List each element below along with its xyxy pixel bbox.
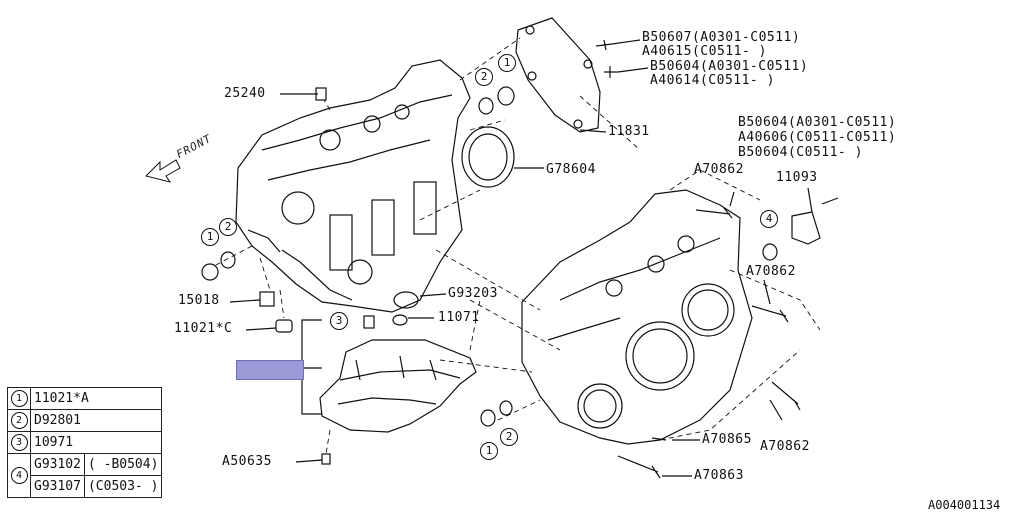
part-label-a70862-top[interactable]: A70862 bbox=[694, 162, 744, 177]
callout-1-left: 1 bbox=[201, 228, 219, 246]
part-label-a70862-low[interactable]: A70862 bbox=[760, 439, 810, 454]
lower-plate-outline bbox=[319, 339, 477, 433]
part-label-b50604-late[interactable]: B50604(C0511- ) bbox=[738, 145, 863, 160]
highlighted-part-box[interactable] bbox=[236, 360, 304, 380]
callout-2-top: 2 bbox=[475, 68, 493, 86]
callout-1-top: 1 bbox=[498, 54, 516, 72]
part-label-b50604-right[interactable]: B50604(A0301-C0511) bbox=[738, 115, 897, 130]
part-label-a70865[interactable]: A70865 bbox=[702, 432, 752, 447]
cover-plate-outline bbox=[515, 17, 601, 133]
part-label-11071[interactable]: 11071 bbox=[438, 310, 480, 325]
part-label-a40615[interactable]: A40615(C0511- ) bbox=[642, 44, 767, 59]
legend-row: 1 11021*A bbox=[7, 387, 163, 410]
part-label-15018[interactable]: 15018 bbox=[178, 293, 220, 308]
callout-3: 3 bbox=[330, 312, 348, 330]
11093-gasket bbox=[791, 211, 821, 245]
part-label-11021c[interactable]: 11021*C bbox=[174, 321, 233, 336]
front-arrow bbox=[145, 159, 181, 183]
part-label-a50635[interactable]: A50635 bbox=[222, 454, 272, 469]
part-label-25240[interactable]: 25240 bbox=[224, 86, 266, 101]
legend-part[interactable]: G93102 bbox=[30, 453, 85, 476]
legend-row: 2 D92801 bbox=[7, 409, 163, 432]
legend-row: 3 10971 bbox=[7, 431, 163, 454]
parts-legend-table: 1 11021*A 2 D92801 3 10971 4 G93102 ( -B… bbox=[7, 387, 163, 498]
part-label-11093[interactable]: 11093 bbox=[776, 170, 818, 185]
g78604-seal bbox=[461, 126, 515, 188]
legend-row: 4 G93102 ( -B0504) bbox=[7, 453, 163, 498]
part-label-a40614[interactable]: A40614(C0511- ) bbox=[650, 73, 775, 88]
part-label-a70862-mid[interactable]: A70862 bbox=[746, 264, 796, 279]
legend-note: (C0503- ) bbox=[83, 475, 163, 498]
callout-1-bottom: 1 bbox=[480, 442, 498, 460]
part-label-b50604-top[interactable]: B50604(A0301-C0511) bbox=[650, 59, 809, 74]
diagram-code: A004001134 bbox=[928, 498, 1001, 512]
legend-number: 4 bbox=[10, 467, 28, 484]
callout-2-bottom: 2 bbox=[500, 428, 518, 446]
part-label-11831[interactable]: 11831 bbox=[608, 124, 650, 139]
legend-number: 2 bbox=[10, 412, 28, 429]
part-label-b50607[interactable]: B50607(A0301-C0511) bbox=[642, 30, 801, 45]
legend-number: 1 bbox=[10, 390, 28, 407]
legend-note: ( -B0504) bbox=[83, 453, 163, 476]
callout-2-left: 2 bbox=[219, 218, 237, 236]
right-block-outline bbox=[521, 189, 753, 445]
legend-part[interactable]: 10971 bbox=[29, 431, 163, 454]
legend-part[interactable]: 11021*A bbox=[29, 387, 163, 410]
part-label-g78604[interactable]: G78604 bbox=[546, 162, 596, 177]
part-label-a40606[interactable]: A40606(C0511-C0511) bbox=[738, 130, 897, 145]
callout-4: 4 bbox=[760, 210, 778, 228]
part-label-a70863[interactable]: A70863 bbox=[694, 468, 744, 483]
legend-part[interactable]: G93107 bbox=[30, 475, 85, 498]
legend-part[interactable]: D92801 bbox=[29, 409, 163, 432]
legend-row: G93107 (C0503- ) bbox=[8, 475, 163, 498]
part-label-g93203[interactable]: G93203 bbox=[448, 286, 498, 301]
left-block-outline bbox=[235, 59, 471, 313]
legend-number: 3 bbox=[10, 434, 28, 451]
